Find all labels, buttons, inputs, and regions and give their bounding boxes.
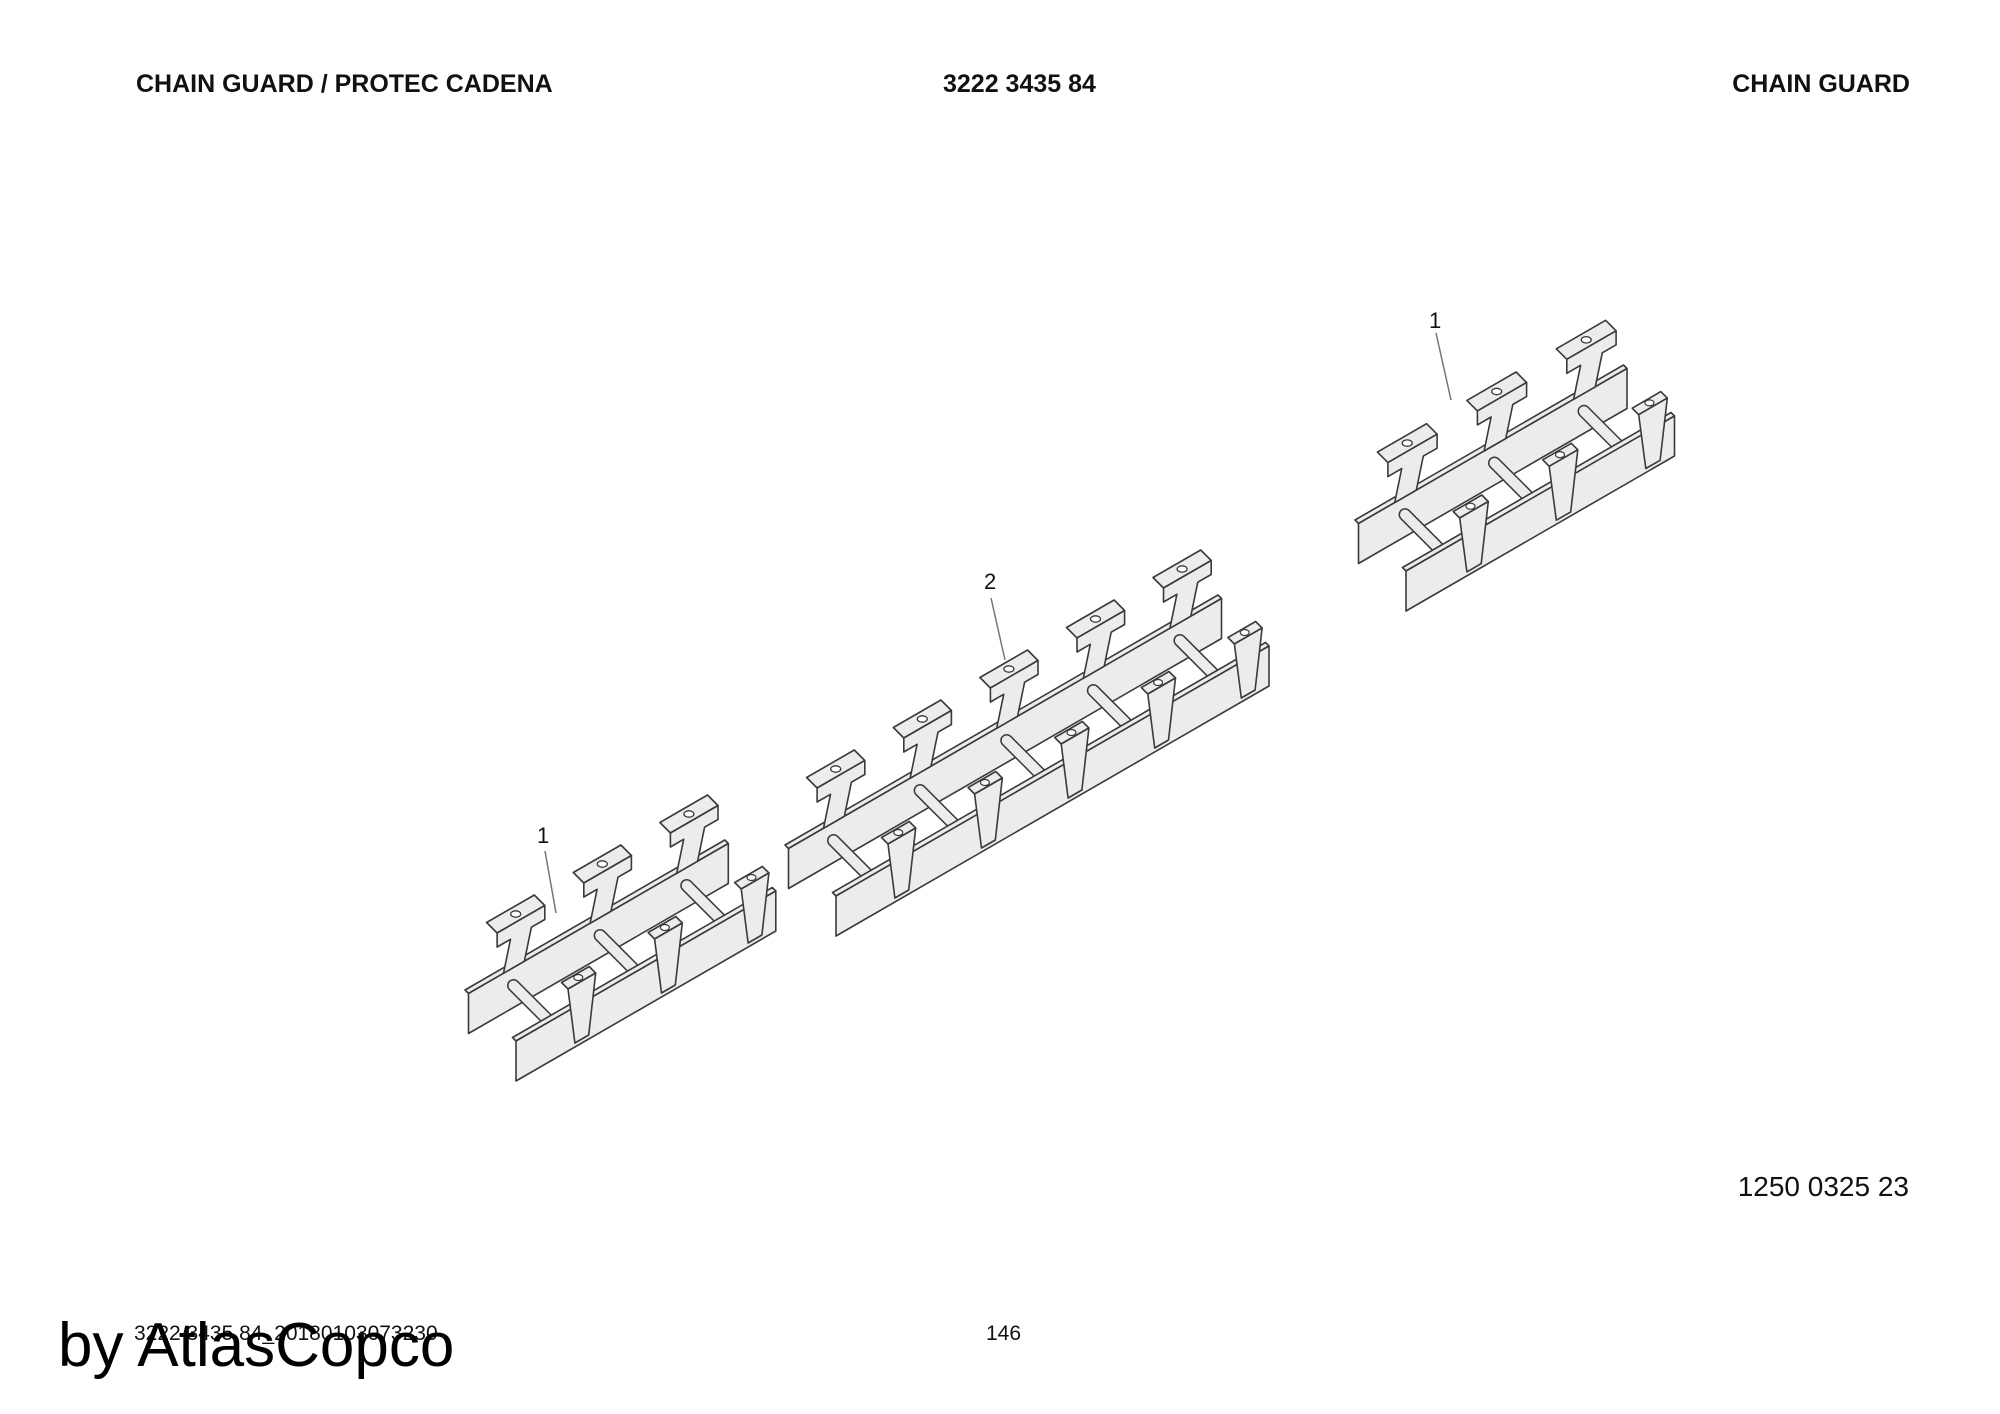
page-number: 146	[986, 1322, 1022, 1345]
bracket-face	[669, 804, 719, 875]
bracket-face	[1566, 329, 1617, 401]
bolt-hole	[596, 860, 608, 868]
leader-line-2	[990, 597, 1006, 661]
bracket-face	[1476, 381, 1528, 452]
bolt-hole	[1644, 399, 1655, 407]
callout-1-upper: 1	[1429, 308, 1441, 333]
bolt-hole	[1239, 628, 1250, 637]
bolt-hole	[510, 910, 522, 918]
callout-2: 2	[984, 569, 996, 594]
drawing-reference-number: 1250 0325 23	[1737, 1171, 1909, 1202]
chain-guard-section-1-lower	[464, 794, 777, 1082]
bolt-hole	[1152, 678, 1164, 687]
bolt-hole	[659, 923, 671, 932]
gusset-face	[887, 827, 917, 899]
bolt-hole	[979, 778, 991, 787]
bolt-hole	[1003, 665, 1015, 673]
leader-line-1-upper	[1435, 332, 1452, 401]
bracket-face	[1076, 609, 1126, 680]
gusset-face	[653, 922, 684, 994]
bolt-hole	[1066, 728, 1077, 737]
gusset-face	[1637, 397, 1669, 470]
header-part-number: 3222 3435 84	[943, 70, 1096, 98]
header-title: CHAIN GUARD / PROTEC CADENA	[136, 70, 553, 98]
atlas-copco-watermark: by AtlasCopco	[58, 1311, 455, 1380]
bracket-face	[989, 659, 1039, 730]
gusset-face	[1233, 627, 1263, 699]
footer-document-code: 3222 3435 84_20180103073230	[134, 1322, 438, 1345]
bolt-hole	[1465, 502, 1476, 510]
bracket-face	[582, 854, 633, 925]
leader-line-1-lower	[544, 850, 557, 914]
bolt-hole	[830, 765, 842, 773]
bolt-hole	[1401, 439, 1413, 447]
bolt-hole	[893, 828, 904, 837]
bolt-hole	[746, 873, 757, 882]
callout-1-lower: 1	[537, 823, 549, 848]
bolt-hole	[683, 810, 695, 818]
gusset-face	[1548, 448, 1579, 522]
bolt-hole	[916, 715, 928, 723]
bolt-hole	[1580, 335, 1592, 344]
bolt-hole	[573, 973, 584, 982]
gusset-face	[973, 777, 1004, 849]
gusset-face	[1458, 500, 1490, 573]
bolt-hole	[1554, 451, 1566, 459]
gusset-face	[740, 872, 770, 944]
gusset-face	[1147, 677, 1177, 749]
chain-guard-section-1-upper	[1354, 319, 1676, 612]
bracket-face	[1387, 433, 1438, 504]
bolt-hole	[1176, 565, 1188, 573]
bolt-hole	[1089, 615, 1102, 623]
header-title-right: CHAIN GUARD	[1732, 70, 1910, 98]
bracket-face	[496, 904, 546, 975]
bracket-face	[816, 759, 866, 830]
chain-guard-section-2	[784, 549, 1270, 937]
bracket-face	[902, 709, 953, 780]
bracket-face	[1162, 559, 1212, 630]
bolt-hole	[1491, 387, 1503, 396]
gusset-face	[567, 972, 597, 1044]
gusset-face	[1060, 727, 1090, 799]
